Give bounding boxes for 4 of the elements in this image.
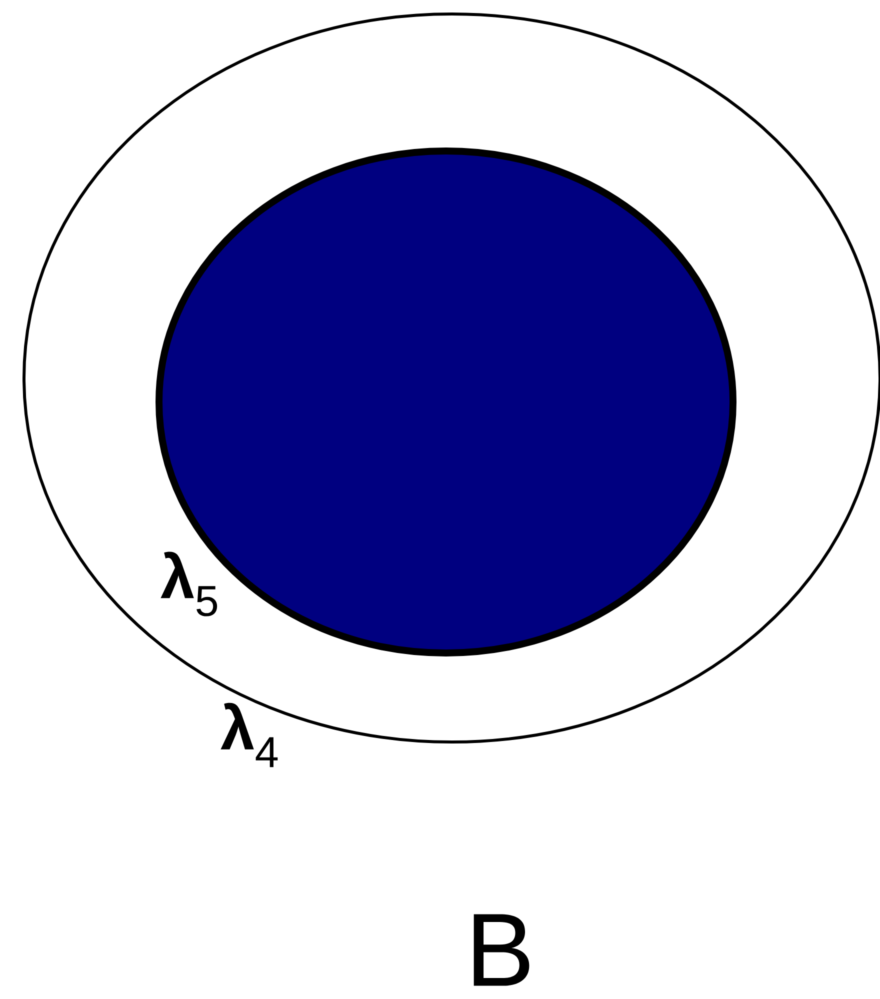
ellipse-label: λ$_{5}$ <box>160 552 218 616</box>
panel-letter: B <box>474 914 530 986</box>
ellipse <box>156 148 736 656</box>
ellipse-label: λ$_{4}$ <box>220 702 278 768</box>
